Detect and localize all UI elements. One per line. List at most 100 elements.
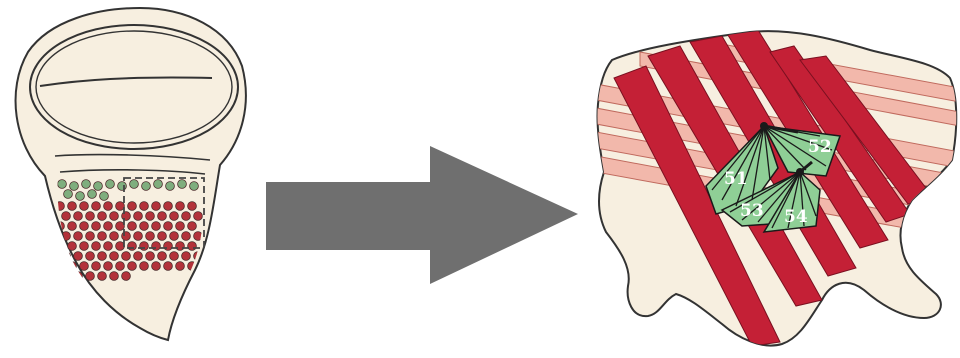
red-cell	[92, 202, 101, 211]
red-cell	[182, 252, 191, 261]
red-cell	[164, 222, 173, 231]
green-cell	[166, 182, 175, 191]
red-cell	[164, 242, 173, 251]
red-cell	[158, 252, 167, 261]
red-cell	[104, 202, 113, 211]
red-cell	[158, 212, 167, 221]
red-cell	[110, 272, 119, 281]
red-cell	[92, 222, 101, 231]
red-cell	[56, 242, 65, 251]
red-cell	[122, 252, 131, 261]
green-cell	[64, 190, 73, 199]
red-cell	[134, 232, 143, 241]
red-cell	[134, 252, 143, 261]
red-cell	[80, 202, 89, 211]
red-cell	[128, 202, 137, 211]
green-cell	[142, 182, 151, 191]
red-cell	[110, 252, 119, 261]
red-cell	[176, 242, 185, 251]
red-cell	[98, 212, 107, 221]
red-cell	[116, 202, 125, 211]
red-cell	[116, 242, 125, 251]
red-cell	[146, 212, 155, 221]
red-cell	[152, 262, 161, 271]
red-cell	[152, 242, 161, 251]
red-cell	[98, 232, 107, 241]
red-cell	[128, 222, 137, 231]
red-cell	[80, 222, 89, 231]
red-cell	[122, 212, 131, 221]
red-cell	[140, 202, 149, 211]
green-cell	[70, 182, 79, 191]
green-cell	[82, 180, 91, 189]
muscle-detail: 51 52 53 54	[596, 30, 960, 346]
green-cell	[100, 192, 109, 201]
motor-unit-label-54: 54	[784, 207, 808, 227]
red-cell	[68, 262, 77, 271]
red-cell	[176, 222, 185, 231]
red-cell	[170, 252, 179, 261]
red-cell	[110, 232, 119, 241]
red-cell	[134, 212, 143, 221]
red-cell	[80, 262, 89, 271]
red-cell	[164, 262, 173, 271]
red-cell	[92, 242, 101, 251]
red-cell	[182, 212, 191, 221]
red-cell	[104, 242, 113, 251]
red-cell	[104, 222, 113, 231]
red-cell	[182, 232, 191, 241]
red-cell	[188, 242, 197, 251]
red-cell	[56, 262, 65, 271]
green-cell	[94, 182, 103, 191]
red-cell	[110, 212, 119, 221]
red-cell	[128, 242, 137, 251]
red-cell	[74, 252, 83, 261]
red-cell	[194, 212, 203, 221]
red-cell	[68, 202, 77, 211]
motor-unit-label-51: 51	[724, 169, 748, 189]
red-cell	[62, 272, 71, 281]
green-cell	[76, 192, 85, 201]
red-cell	[188, 222, 197, 231]
green-cell	[106, 180, 115, 189]
red-cell	[62, 252, 71, 261]
red-cell	[158, 232, 167, 241]
green-cell	[130, 180, 139, 189]
red-cell	[86, 232, 95, 241]
red-cell	[164, 202, 173, 211]
red-cell	[176, 202, 185, 211]
red-cell	[116, 262, 125, 271]
red-cell	[188, 202, 197, 211]
red-cell	[80, 242, 89, 251]
red-cell	[152, 202, 161, 211]
nerve-junction-2	[796, 168, 804, 176]
red-cell	[98, 272, 107, 281]
red-cell	[62, 212, 71, 221]
red-cell	[74, 212, 83, 221]
green-cell	[190, 182, 199, 191]
red-cell	[146, 252, 155, 261]
green-cell	[154, 180, 163, 189]
green-cell	[88, 190, 97, 199]
red-cell	[92, 262, 101, 271]
red-cell	[86, 212, 95, 221]
nerve-junction-1	[760, 122, 768, 130]
green-cell	[178, 180, 187, 189]
red-cell	[122, 272, 131, 281]
red-cell	[146, 232, 155, 241]
red-cell	[128, 262, 137, 271]
motor-unit-label-53: 53	[740, 201, 764, 221]
red-cell	[122, 232, 131, 241]
limb-cross-section	[16, 8, 246, 340]
red-cell	[74, 232, 83, 241]
red-cell	[140, 222, 149, 231]
red-cell	[98, 252, 107, 261]
red-cell	[68, 242, 77, 251]
red-cell	[86, 252, 95, 261]
red-cell	[104, 262, 113, 271]
red-cell	[116, 222, 125, 231]
red-cell	[140, 242, 149, 251]
red-cell	[170, 212, 179, 221]
right-arrow-icon	[266, 146, 578, 284]
